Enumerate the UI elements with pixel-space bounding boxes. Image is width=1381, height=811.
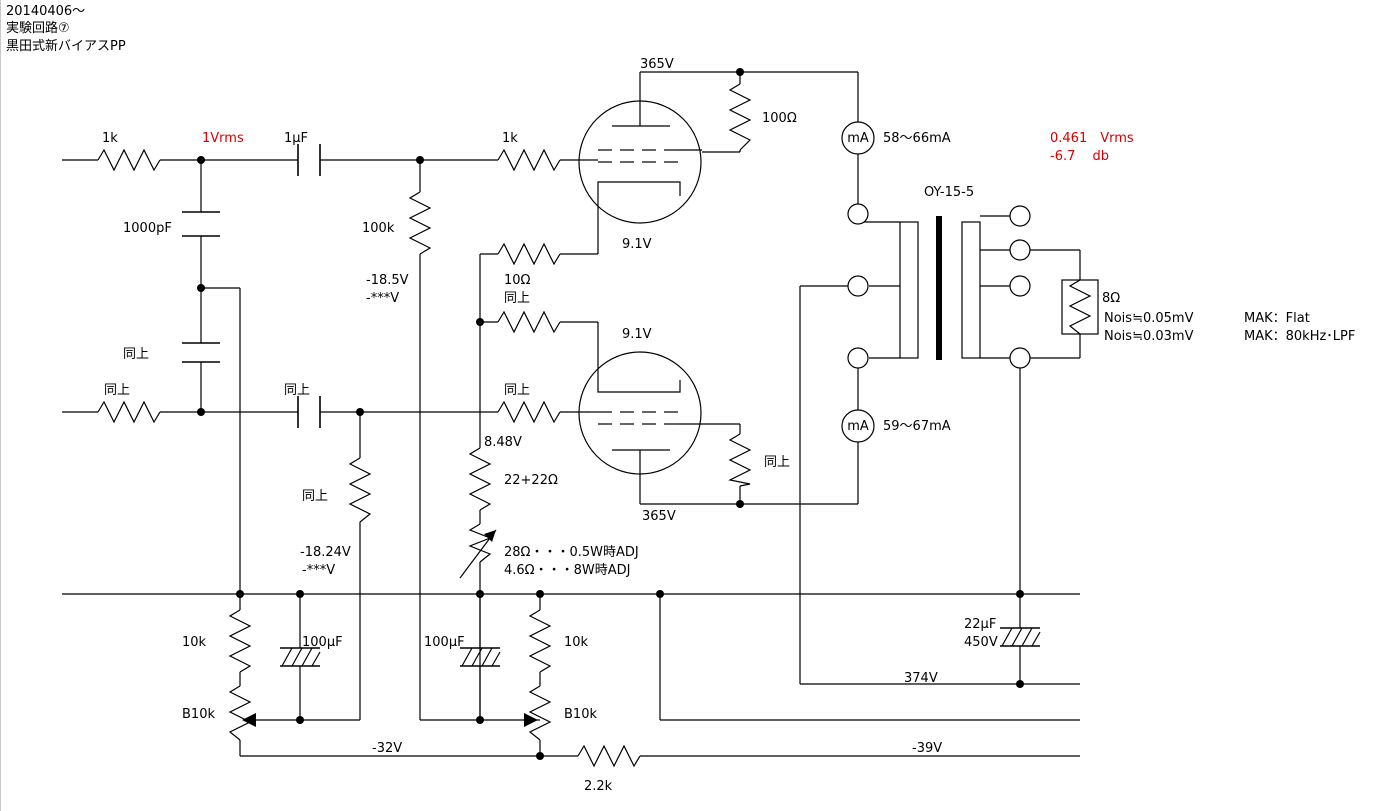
label-r-10k-1: 10k xyxy=(182,635,207,650)
resistor-screen-2 xyxy=(497,310,561,334)
label-r-2k2: 2.2k xyxy=(584,779,613,794)
label-v-cathode: 8.48V xyxy=(484,435,522,450)
labels: 1k 1Vrms 1μF 1k 365V 100Ω 58～66mA 0.461 … xyxy=(102,57,1355,794)
resistors xyxy=(97,83,1099,768)
load-box xyxy=(1061,279,1099,335)
wires xyxy=(62,71,1081,757)
resistor-1k-grid xyxy=(497,148,561,172)
label-v-neg39: -39V xyxy=(912,741,942,756)
meter-top: mA xyxy=(841,121,875,155)
pot-arrow-1 xyxy=(242,713,256,727)
label-r-same-a: 同上 xyxy=(504,291,530,306)
capacitors xyxy=(182,144,1041,667)
label-vout: 0.461 Vrms xyxy=(1050,131,1134,146)
resistor-variable xyxy=(468,523,492,563)
label-r-in-2: 同上 xyxy=(104,383,130,398)
tube-bottom xyxy=(578,351,702,475)
label-vin: 1Vrms xyxy=(202,131,244,146)
label-c-100u-2: 100μF xyxy=(424,635,465,650)
label-c-100u-1: 100μF xyxy=(302,635,343,650)
label-v-bias-1: -18.5V xyxy=(366,273,409,288)
header-title: 実験回路⑦ xyxy=(6,20,70,36)
label-v-bias-2b: -***V xyxy=(302,563,335,578)
label-r-plate-2: 同上 xyxy=(764,455,790,470)
resistor-10k-1 xyxy=(228,609,252,673)
label-adj-2: 4.6Ω・・・8W時ADJ xyxy=(504,563,630,578)
resistor-grid-2 xyxy=(497,400,561,424)
label-v-bias-1b: -***V xyxy=(366,291,399,306)
label-v-neg32: -32V xyxy=(372,741,402,756)
label-r-cathode: 22+22Ω xyxy=(504,473,558,488)
label-mak-lpf: MAK：80kHz･LPF xyxy=(1244,329,1355,344)
resistor-100k xyxy=(408,191,432,255)
label-ma-bottom: 59～67mA xyxy=(883,419,951,434)
header-date: 20140406～ xyxy=(6,4,85,19)
resistor-grid-lower xyxy=(348,457,372,523)
label-r-10k-2: 10k xyxy=(564,635,589,650)
meter-bottom-label: mA xyxy=(847,419,869,434)
resistor-8ohm xyxy=(1068,279,1092,335)
label-c-22u-v: 450V xyxy=(964,635,998,650)
label-v-bias-2: -18.24V xyxy=(300,545,351,560)
pot-arrow-2 xyxy=(524,713,538,727)
output-transformer xyxy=(847,203,1031,369)
label-pot-2: B10k xyxy=(564,707,597,722)
label-v-supply-top: 365V xyxy=(640,57,674,72)
label-pot-1: B10k xyxy=(182,707,215,722)
header-subtitle: 黒田式新バイアスPP xyxy=(6,38,126,54)
resistor-in-2 xyxy=(97,400,161,424)
label-ma-top: 58～66mA xyxy=(883,131,951,146)
label-noise-lpf: Nois≒0.03mV xyxy=(1104,329,1194,344)
meter-top-label: mA xyxy=(847,131,869,146)
label-r-grid-2: 同上 xyxy=(504,383,530,398)
resistor-10ohm xyxy=(497,242,561,266)
junctions xyxy=(197,68,1024,760)
label-noise-flat: Nois≒0.05mV xyxy=(1104,311,1194,326)
label-v-screen-2: 9.1V xyxy=(622,327,652,342)
label-load: 8Ω xyxy=(1102,291,1120,306)
label-c-couple-2: 同上 xyxy=(284,383,310,398)
label-gain: -6.7 db xyxy=(1050,149,1109,164)
label-r-10ohm: 10Ω xyxy=(504,273,531,288)
label-v-374: 374V xyxy=(904,671,938,686)
resistor-10k-2 xyxy=(528,609,552,673)
label-r-100k: 100k xyxy=(362,221,395,236)
label-c-couple-1: 1μF xyxy=(284,131,308,146)
label-c-22u: 22μF xyxy=(964,617,996,632)
pot-b10k-2 xyxy=(528,685,552,741)
label-r-plate-1: 100Ω xyxy=(762,111,797,126)
tube-top xyxy=(578,100,702,224)
pot-b10k-1 xyxy=(228,685,252,741)
label-v-supply-bottom: 365V xyxy=(642,509,676,524)
label-transformer: OY-15-5 xyxy=(924,185,974,200)
label-r-same-lower: 同上 xyxy=(302,489,328,504)
label-adj-1: 28Ω・・・0.5W時ADJ xyxy=(504,545,639,560)
meter-bottom: mA xyxy=(841,409,875,443)
label-r-in-1: 1k xyxy=(102,131,118,146)
label-r-grid-1: 1k xyxy=(502,131,518,146)
label-c-same-b: 同上 xyxy=(123,347,149,362)
label-v-screen-1: 9.1V xyxy=(622,237,652,252)
resistor-2k2 xyxy=(577,744,641,768)
label-mak-flat: MAK：Flat xyxy=(1244,311,1310,326)
label-c-1000p: 1000pF xyxy=(123,221,172,236)
resistor-100ohm xyxy=(728,83,752,151)
resistor-1k-in xyxy=(97,148,161,172)
resistor-plate-2 xyxy=(728,433,752,487)
resistor-cathode xyxy=(468,447,492,511)
